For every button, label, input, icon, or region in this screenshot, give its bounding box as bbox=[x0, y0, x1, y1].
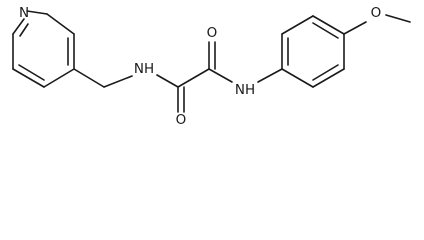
bond-nh-phenyl bbox=[257, 68, 283, 83]
bond-nh-c1 bbox=[156, 74, 179, 88]
bond-ch2-nh bbox=[103, 75, 133, 88]
bond-c2-nh bbox=[208, 68, 233, 83]
bond-c5-c6 bbox=[12, 68, 45, 88]
bond-b2-b3 bbox=[281, 15, 314, 35]
bond-c1-c2 bbox=[177, 68, 210, 88]
methoxy-oxygen-label: O bbox=[371, 5, 382, 21]
bond-b5-b6 bbox=[312, 68, 345, 88]
carbonyl-oxygen-top-label: O bbox=[207, 25, 218, 41]
pyridine-ring bbox=[12, 10, 75, 88]
carbonyl-oxygen-bottom-label: O bbox=[176, 112, 187, 128]
bond-c5-c6-inner bbox=[18, 64, 45, 81]
bond-c1-n bbox=[12, 18, 25, 35]
bond-c2-c3 bbox=[46, 13, 75, 35]
bond-b3-b4-inner bbox=[312, 22, 339, 39]
benzene-ring bbox=[281, 15, 345, 88]
structure-canvas: N NH O O NH O bbox=[12, 5, 411, 128]
bond-o-ch3 bbox=[385, 14, 411, 23]
bond-b3-b4 bbox=[312, 15, 345, 35]
bond-c1-n-inner bbox=[19, 23, 29, 37]
bond-ring-ch2 bbox=[73, 68, 105, 88]
bond-b5-b6-inner bbox=[312, 64, 339, 81]
amide-nh-right-label: NH bbox=[235, 82, 255, 98]
bond-ring-o bbox=[343, 21, 367, 35]
bond-n-c2 bbox=[26, 10, 48, 15]
bond-c4-c5 bbox=[43, 68, 75, 88]
molecule-structure: N NH O O NH O bbox=[12, 5, 411, 128]
bond-b6-b1 bbox=[281, 68, 314, 88]
amide-nh-left-label: NH bbox=[134, 61, 154, 77]
pyridine-nitrogen-label: N bbox=[19, 5, 29, 21]
